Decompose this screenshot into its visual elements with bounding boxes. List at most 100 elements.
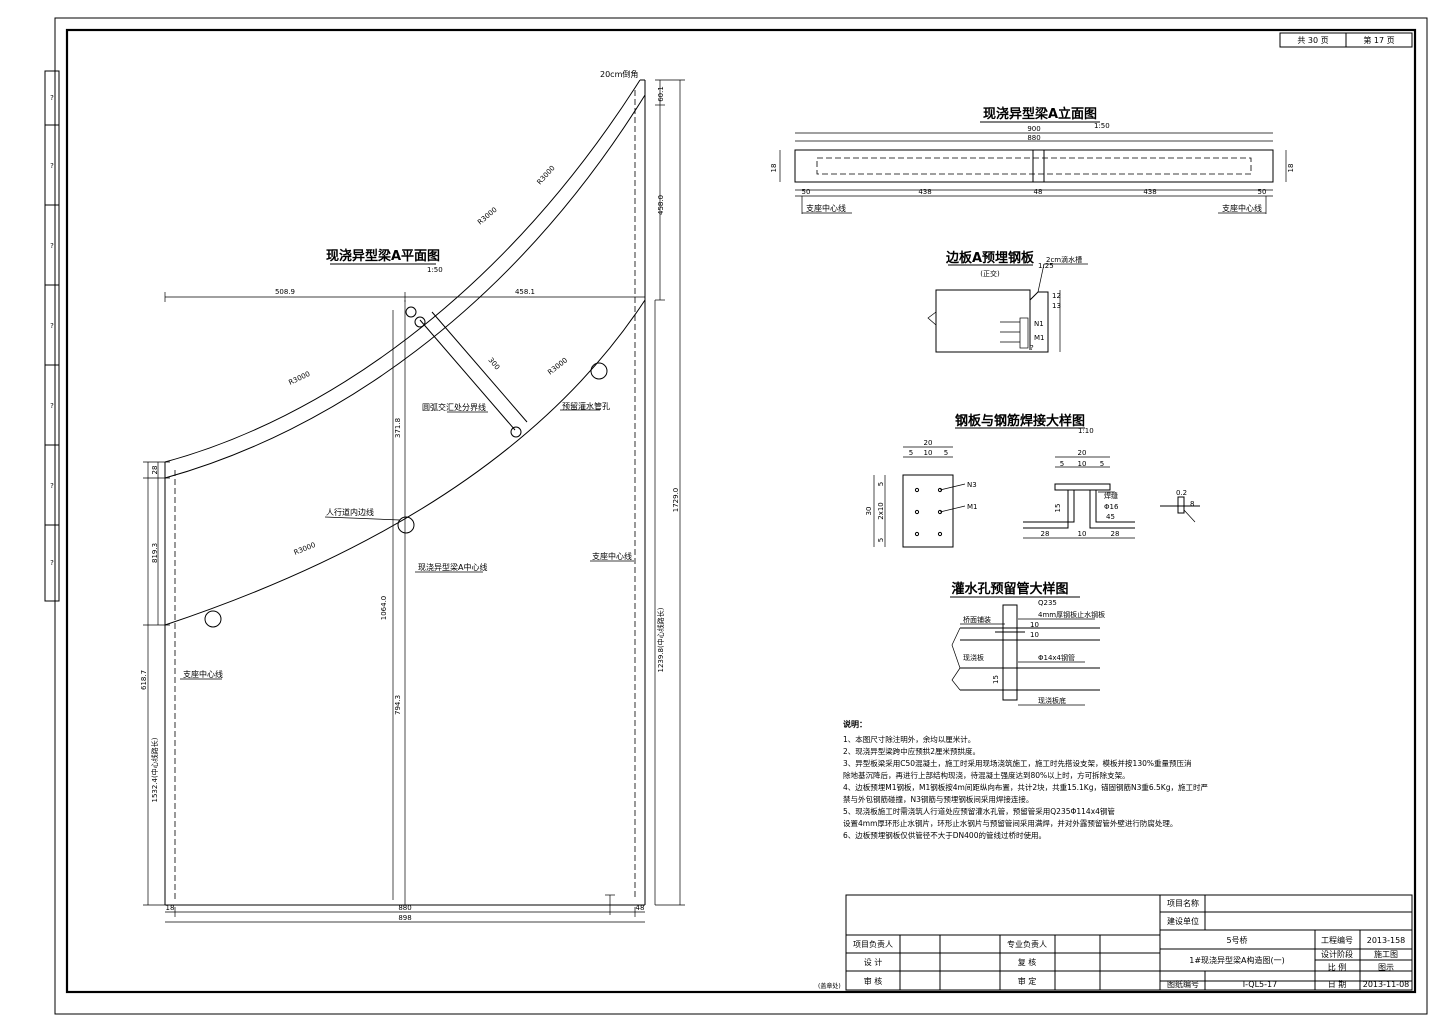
dim-left-b: 819.3: [151, 543, 159, 563]
weld-bar-label-2: 45: [1106, 513, 1115, 521]
elev-dim-0: 900: [1027, 125, 1040, 133]
weld-bar-dim-5: 28: [1041, 530, 1050, 538]
page-counter: 共 30 页 第 17 页: [1279, 32, 1413, 48]
elev-dim-8: 18: [1287, 164, 1295, 173]
elev-dim-5: 438: [1143, 188, 1156, 196]
dim-top-right: 458.1: [515, 288, 535, 296]
side-cell-4: ?: [50, 402, 54, 410]
weld-small-dim-0: 0.2: [1176, 489, 1187, 497]
weld-plate-dim-2: 10: [924, 449, 933, 457]
note-line-6: 5、现浇板施工时需浇筑人行道处应预留灌水孔管，预留管采用Q235Φ114x4钢管: [843, 806, 1115, 816]
tb-scale-label: 比 例: [1328, 962, 1347, 972]
weld-plate-dim-4: 30: [865, 507, 873, 516]
elev-dim-6: 50: [1258, 188, 1267, 196]
weld-plate-dim-5: 5: [877, 482, 885, 486]
elev-scale: 1:50: [1094, 122, 1110, 130]
tb-stage: 施工图: [1374, 949, 1398, 959]
weld-detail-view: 钢板与钢筋焊接大样图 1:10 20 5 10 5 30 5 2x10 5 N3…: [865, 413, 1200, 548]
weld-plate-label-0: N3: [967, 481, 977, 489]
label-ped: 人行道内边线: [326, 507, 374, 517]
tb-eng-no: 2013-158: [1367, 936, 1406, 945]
note-line-1: 2、现浇异型梁跨中应预拱2厘米预拱度。: [843, 746, 980, 756]
title-block: 项目名称 建设单位 项目负责人 专业负责人 设 计 复 核 审 核 审 定 5号…: [818, 894, 1413, 991]
dim-top-left: 508.9: [275, 288, 295, 296]
tb-project-label: 项目名称: [1167, 898, 1199, 908]
tb-drawing-title: 1#现浇异型梁A构造图(一): [1189, 955, 1285, 965]
weld-bar-dim-7: 28: [1111, 530, 1120, 538]
elev-dim-2: 50: [802, 188, 811, 196]
elev-title: 现浇异型梁A立面图: [983, 106, 1097, 122]
side-cell-6: ?: [50, 559, 54, 567]
arc-r2: R3000: [476, 206, 499, 227]
note-line-4: 4、边板预埋M1钢板，M1钢板按4m间距纵向布置，共计2块，共重15.1Kg，锚…: [843, 782, 1208, 792]
tb-eng-no-label: 工程编号: [1321, 935, 1353, 945]
tb-review: 审 核: [864, 976, 883, 986]
pipe-label-0: 桥面铺装: [963, 615, 991, 624]
weld-plate-dim-3: 5: [944, 449, 948, 457]
notes-block: 说明： 1、本图尺寸除注明外，余均以厘米计。 2、现浇异型梁跨中应预拱2厘米预拱…: [843, 719, 1208, 840]
embed-title: 边板A预埋钢板: [945, 250, 1035, 266]
weld-title: 钢板与钢筋焊接大样图: [955, 413, 1085, 429]
note-line-3: 除地基沉降后，再进行上部结构现浇，待混凝土强度达到80%以上时，方可拆除支架。: [843, 770, 1130, 780]
dim-bot-d: 48: [636, 904, 645, 912]
embed-label: 2cm滴水槽: [1046, 255, 1082, 264]
dim-right-b: 458.0: [657, 195, 665, 215]
outer-frame: [54, 17, 1428, 1015]
tb-date: 2013-11-08: [1363, 980, 1410, 989]
pipe-label-2: Q235: [1038, 599, 1057, 607]
weld-bar-dim-1: 5: [1060, 460, 1064, 468]
plan-upper-arc: [164, 79, 641, 463]
weld-plate-label-1: M1: [967, 503, 978, 511]
plan-upper-arc-inner: [164, 94, 646, 479]
inner-frame: [65, 28, 1417, 994]
dim-mid-c: 794.3: [394, 695, 402, 715]
dim-right-d: 1239.8(中心线路长): [656, 607, 665, 672]
embed-dim-0: 12: [1052, 292, 1061, 300]
pipe-label-3: 4mm厚钢板止水钢板: [1038, 610, 1105, 619]
label-beam-center: 现浇异型梁A中心线: [418, 562, 487, 572]
tb-date-label: 日 期: [1328, 980, 1347, 989]
elev-label-right: 支座中心线: [1222, 203, 1262, 213]
page-number: 第 17 页: [1363, 35, 1394, 45]
dim-mid-a: 371.8: [394, 418, 402, 438]
dim-left-d: 1532.4(中心线路长): [150, 737, 159, 802]
weld-plate-dim-1: 5: [909, 449, 913, 457]
dim-bot-a: 18: [166, 904, 175, 912]
pipe-label-5: 现浇板底: [1038, 696, 1066, 705]
notes-heading: 说明：: [843, 719, 867, 729]
pipe-dim-2: 15: [992, 675, 1000, 684]
plan-view: 现浇异型梁A平面图 1:50 508.9 458.1: [140, 69, 685, 923]
label-support-right: 支座中心线: [592, 551, 632, 561]
tb-stage-label: 设计阶段: [1321, 949, 1353, 959]
arc-r3: R3000: [287, 370, 311, 387]
elev-label-left: 支座中心线: [806, 203, 846, 213]
side-cell-5: ?: [50, 482, 54, 490]
tb-unit-label: 建设单位: [1167, 916, 1199, 926]
embed-dim-3: M1: [1034, 334, 1045, 342]
pipe-title: 灌水孔预留管大样图: [951, 581, 1068, 597]
arc-r5: R3000: [293, 541, 317, 557]
label-top-corner: 20cm倒角: [600, 69, 638, 79]
tb-design: 设 计: [864, 957, 883, 967]
pipe-dim-1: 10: [1030, 631, 1039, 639]
weld-bar-dim-0: 20: [1078, 449, 1087, 457]
dim-left-a: 28: [151, 466, 159, 475]
elev-dim-7: 18: [770, 164, 778, 173]
side-cell-2: ?: [50, 242, 54, 250]
tb-approve: 审 定: [1018, 976, 1037, 986]
total-pages: 共 30 页: [1297, 36, 1328, 45]
elev-dim-4: 48: [1034, 188, 1043, 196]
tb-drawing-no-label: 图纸编号: [1167, 979, 1199, 989]
tb-bridge: 5号桥: [1226, 935, 1247, 945]
note-line-8: 6、边板预埋钢板仅供管径不大于DN400的管线过桥时使用。: [843, 830, 1046, 840]
weld-scale: 1:10: [1078, 427, 1094, 435]
pipe-detail-view: 灌水孔预留管大样图 桥面铺装 现浇板 Q235 4mm厚钢板止水钢板 Φ14x4…: [950, 581, 1105, 706]
embed-plate-view: 边板A预埋钢板 (正交) 1:25 2cm滴水槽 12 13 N1 M1 ?: [927, 250, 1088, 353]
label-pipe: 预留灌水管孔: [562, 401, 610, 411]
embed-dim-4: ?: [1030, 344, 1034, 352]
tb-scale: 图示: [1378, 963, 1394, 972]
note-line-2: 3、异型板梁采用C50混凝土，施工时采用现场浇筑施工，施工时先搭设支架，模板并按…: [843, 758, 1192, 768]
weld-bar-label-0: 焊缝: [1104, 491, 1118, 500]
weld-bar-dim-4: 15: [1054, 504, 1062, 513]
plan-pipe-hole: [590, 362, 608, 380]
